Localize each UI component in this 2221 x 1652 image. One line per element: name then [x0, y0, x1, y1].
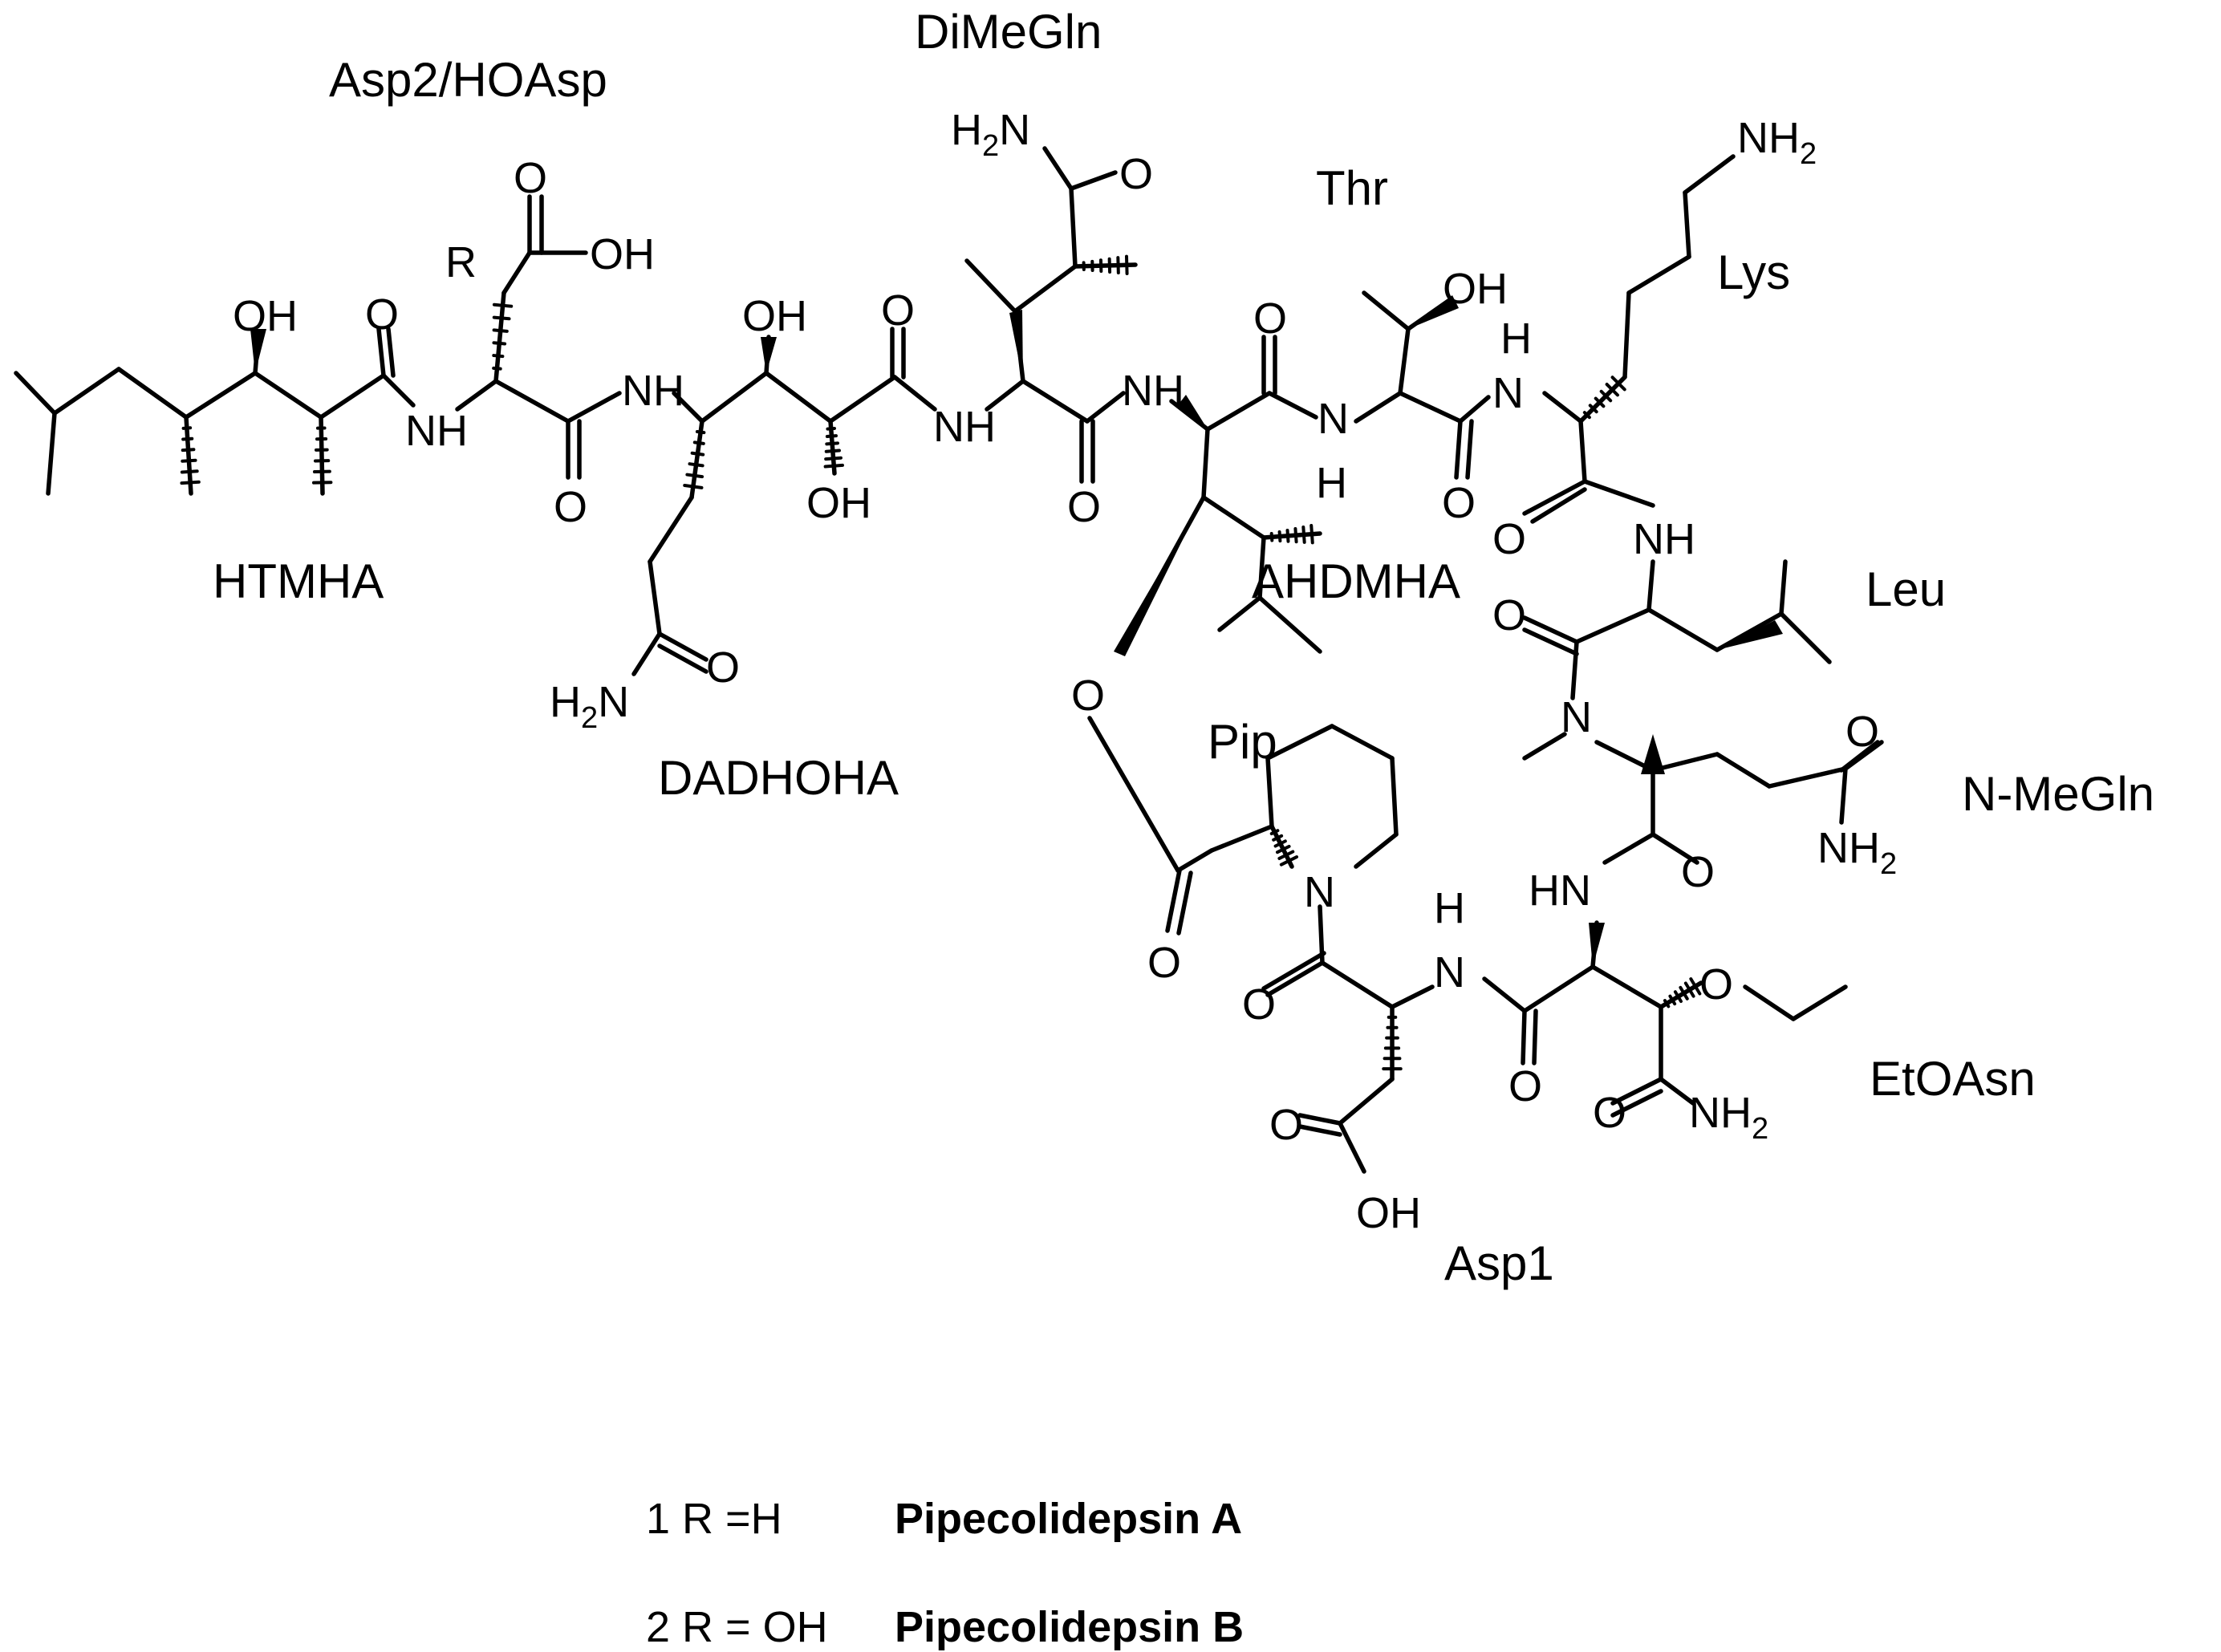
hash-bond-segment [687, 475, 702, 477]
hash-bond-segment [1288, 530, 1289, 542]
atom-o-ahdmha: O [1253, 294, 1287, 343]
atom-o-lys: O [1492, 515, 1526, 563]
atom-h-asp1: H [1434, 884, 1465, 932]
atom-oh-asp1-acid: OH [1356, 1189, 1421, 1237]
atom-nh-leu: NH [1633, 515, 1695, 563]
atom-o-ester: O [1071, 672, 1105, 720]
compound-legend-2-name: Pipecolidepsin B [871, 1553, 1244, 1652]
residue-label-leu: Leu [1866, 562, 1946, 616]
hash-bond-segment [1295, 529, 1296, 542]
atom-oh-asp2-acid: OH [590, 230, 655, 278]
atom-o-thr: O [1442, 479, 1476, 527]
atom-nh-dadhoha: NH [622, 367, 684, 415]
hash-bond-segment [494, 305, 511, 306]
atom-n-nmegln: N [1561, 693, 1592, 741]
hash-bond-segment [1311, 526, 1313, 542]
hash-bond-segment [494, 318, 510, 319]
hash-bond-segment [695, 442, 704, 444]
atom-o-pip-carbonyl: O [1242, 980, 1276, 1029]
compound-2-prefix: 2 R = OH [646, 1603, 828, 1651]
residue-label-htmha: HTMHA [213, 554, 384, 608]
compound-2-name: Pipecolidepsin B [895, 1603, 1244, 1651]
atom-oh-thr: OH [1443, 265, 1508, 313]
atom-hn-etoasn: HN [1529, 867, 1591, 915]
atom-nh2-nmegln: NH2 [1817, 824, 1897, 881]
atom-oh-dadhoha-1: OH [742, 292, 807, 340]
residue-label-ahdmha: AHDMHA [1252, 554, 1460, 608]
residue-label-asp2: Asp2/HOAsp [329, 53, 607, 107]
atom-nh2-lys: NH2 [1737, 114, 1817, 171]
atom-o-dadhoha: O [881, 286, 915, 335]
atom-o-nmegln-amide: O [1845, 708, 1879, 756]
hash-bond-segment [181, 482, 198, 483]
atom-h2n-dadhoha: H2N [550, 678, 629, 735]
hash-bond-segment [1272, 534, 1273, 541]
atom-nh-ahdmha: NH [1122, 367, 1184, 415]
hash-bond-segment [494, 330, 507, 331]
atom-o-dimegln: O [1067, 483, 1101, 531]
atom-o-etoasn-amide: O [1593, 1089, 1626, 1137]
residue-labels: DiMeGln Asp2/HOAsp Thr Lys HTMHA AHDMHA … [213, 5, 2154, 1290]
atom-oh-dadhoha-2: OH [806, 479, 871, 527]
atom-r: R [445, 238, 477, 286]
residue-label-pip: Pip [1208, 715, 1277, 769]
atom-h-thr: H [1316, 459, 1347, 507]
hash-bond-segment [826, 451, 839, 452]
atom-oh-htmha: OH [233, 292, 298, 340]
hash-bond-segment [1280, 532, 1281, 541]
hash-bond-segment [1118, 258, 1119, 273]
atom-o-dimegln-amide: O [1119, 150, 1153, 198]
residue-label-thr: Thr [1316, 161, 1388, 215]
atom-o-asp2-acid: O [514, 154, 547, 202]
atom-o-htmha: O [365, 290, 399, 339]
atom-h2n-dimegln: H2N [951, 106, 1030, 163]
hash-bond-segment [1276, 841, 1285, 846]
residue-label-nmegln: N-MeGln [1962, 767, 2154, 821]
residue-label-asp1: Asp1 [1444, 1236, 1554, 1290]
atom-n-pip: N [1304, 868, 1335, 916]
hash-bond-segment [826, 443, 838, 444]
atom-o-etoasn: O [1508, 1062, 1542, 1110]
hash-bond-segment [826, 458, 841, 459]
hash-bond-segment [493, 355, 502, 356]
atom-nh-dimegln: NH [933, 403, 996, 451]
hash-bond-segment [692, 453, 704, 455]
residue-label-lys: Lys [1717, 246, 1790, 299]
compound-legend-1-name: Pipecolidepsin A [871, 1444, 1242, 1544]
atom-h-lys: H [1500, 315, 1532, 363]
atom-nh2-etoasn: NH2 [1689, 1089, 1768, 1146]
stereo-hash-bonds [181, 257, 1699, 1070]
atom-n-thr: N [1318, 395, 1349, 443]
compound-legend-2: 2 R = OH [622, 1553, 828, 1652]
compound-1-prefix: 1 R =H [646, 1495, 782, 1543]
hash-bond-segment [690, 464, 703, 465]
residue-label-dadhoha: DADHOHA [658, 751, 899, 805]
hash-bond-segment [684, 485, 701, 488]
atom-o-leu: O [1492, 591, 1526, 639]
hash-bond-segment [493, 368, 501, 369]
atom-n-asp1: N [1434, 948, 1465, 996]
atom-o-asp2-carbonyl: O [554, 483, 587, 531]
hash-bond-segment [827, 428, 834, 429]
hash-bond-segment [826, 465, 843, 467]
hash-bond-segment [182, 471, 197, 472]
hash-bond-segment [183, 439, 192, 440]
atom-n-lys: N [1492, 369, 1524, 417]
compound-legend-1: 1 R =H [622, 1444, 782, 1544]
hash-bond-segment [1303, 527, 1304, 542]
atom-o-dadhoha-amide: O [706, 643, 740, 692]
atom-o-ester-carbonyl: O [1147, 939, 1181, 987]
residue-label-dimegln: DiMeGln [915, 5, 1102, 59]
atom-o-asp1-acid: O [1269, 1101, 1303, 1149]
compound-1-name: Pipecolidepsin A [895, 1495, 1242, 1543]
atom-nh-asp2: NH [405, 407, 468, 455]
hash-bond-segment [183, 449, 194, 450]
atom-o-ether: O [1699, 960, 1733, 1009]
residue-label-etoasn: EtOAsn [1870, 1052, 2036, 1106]
atom-o-nmegln: O [1681, 848, 1715, 896]
